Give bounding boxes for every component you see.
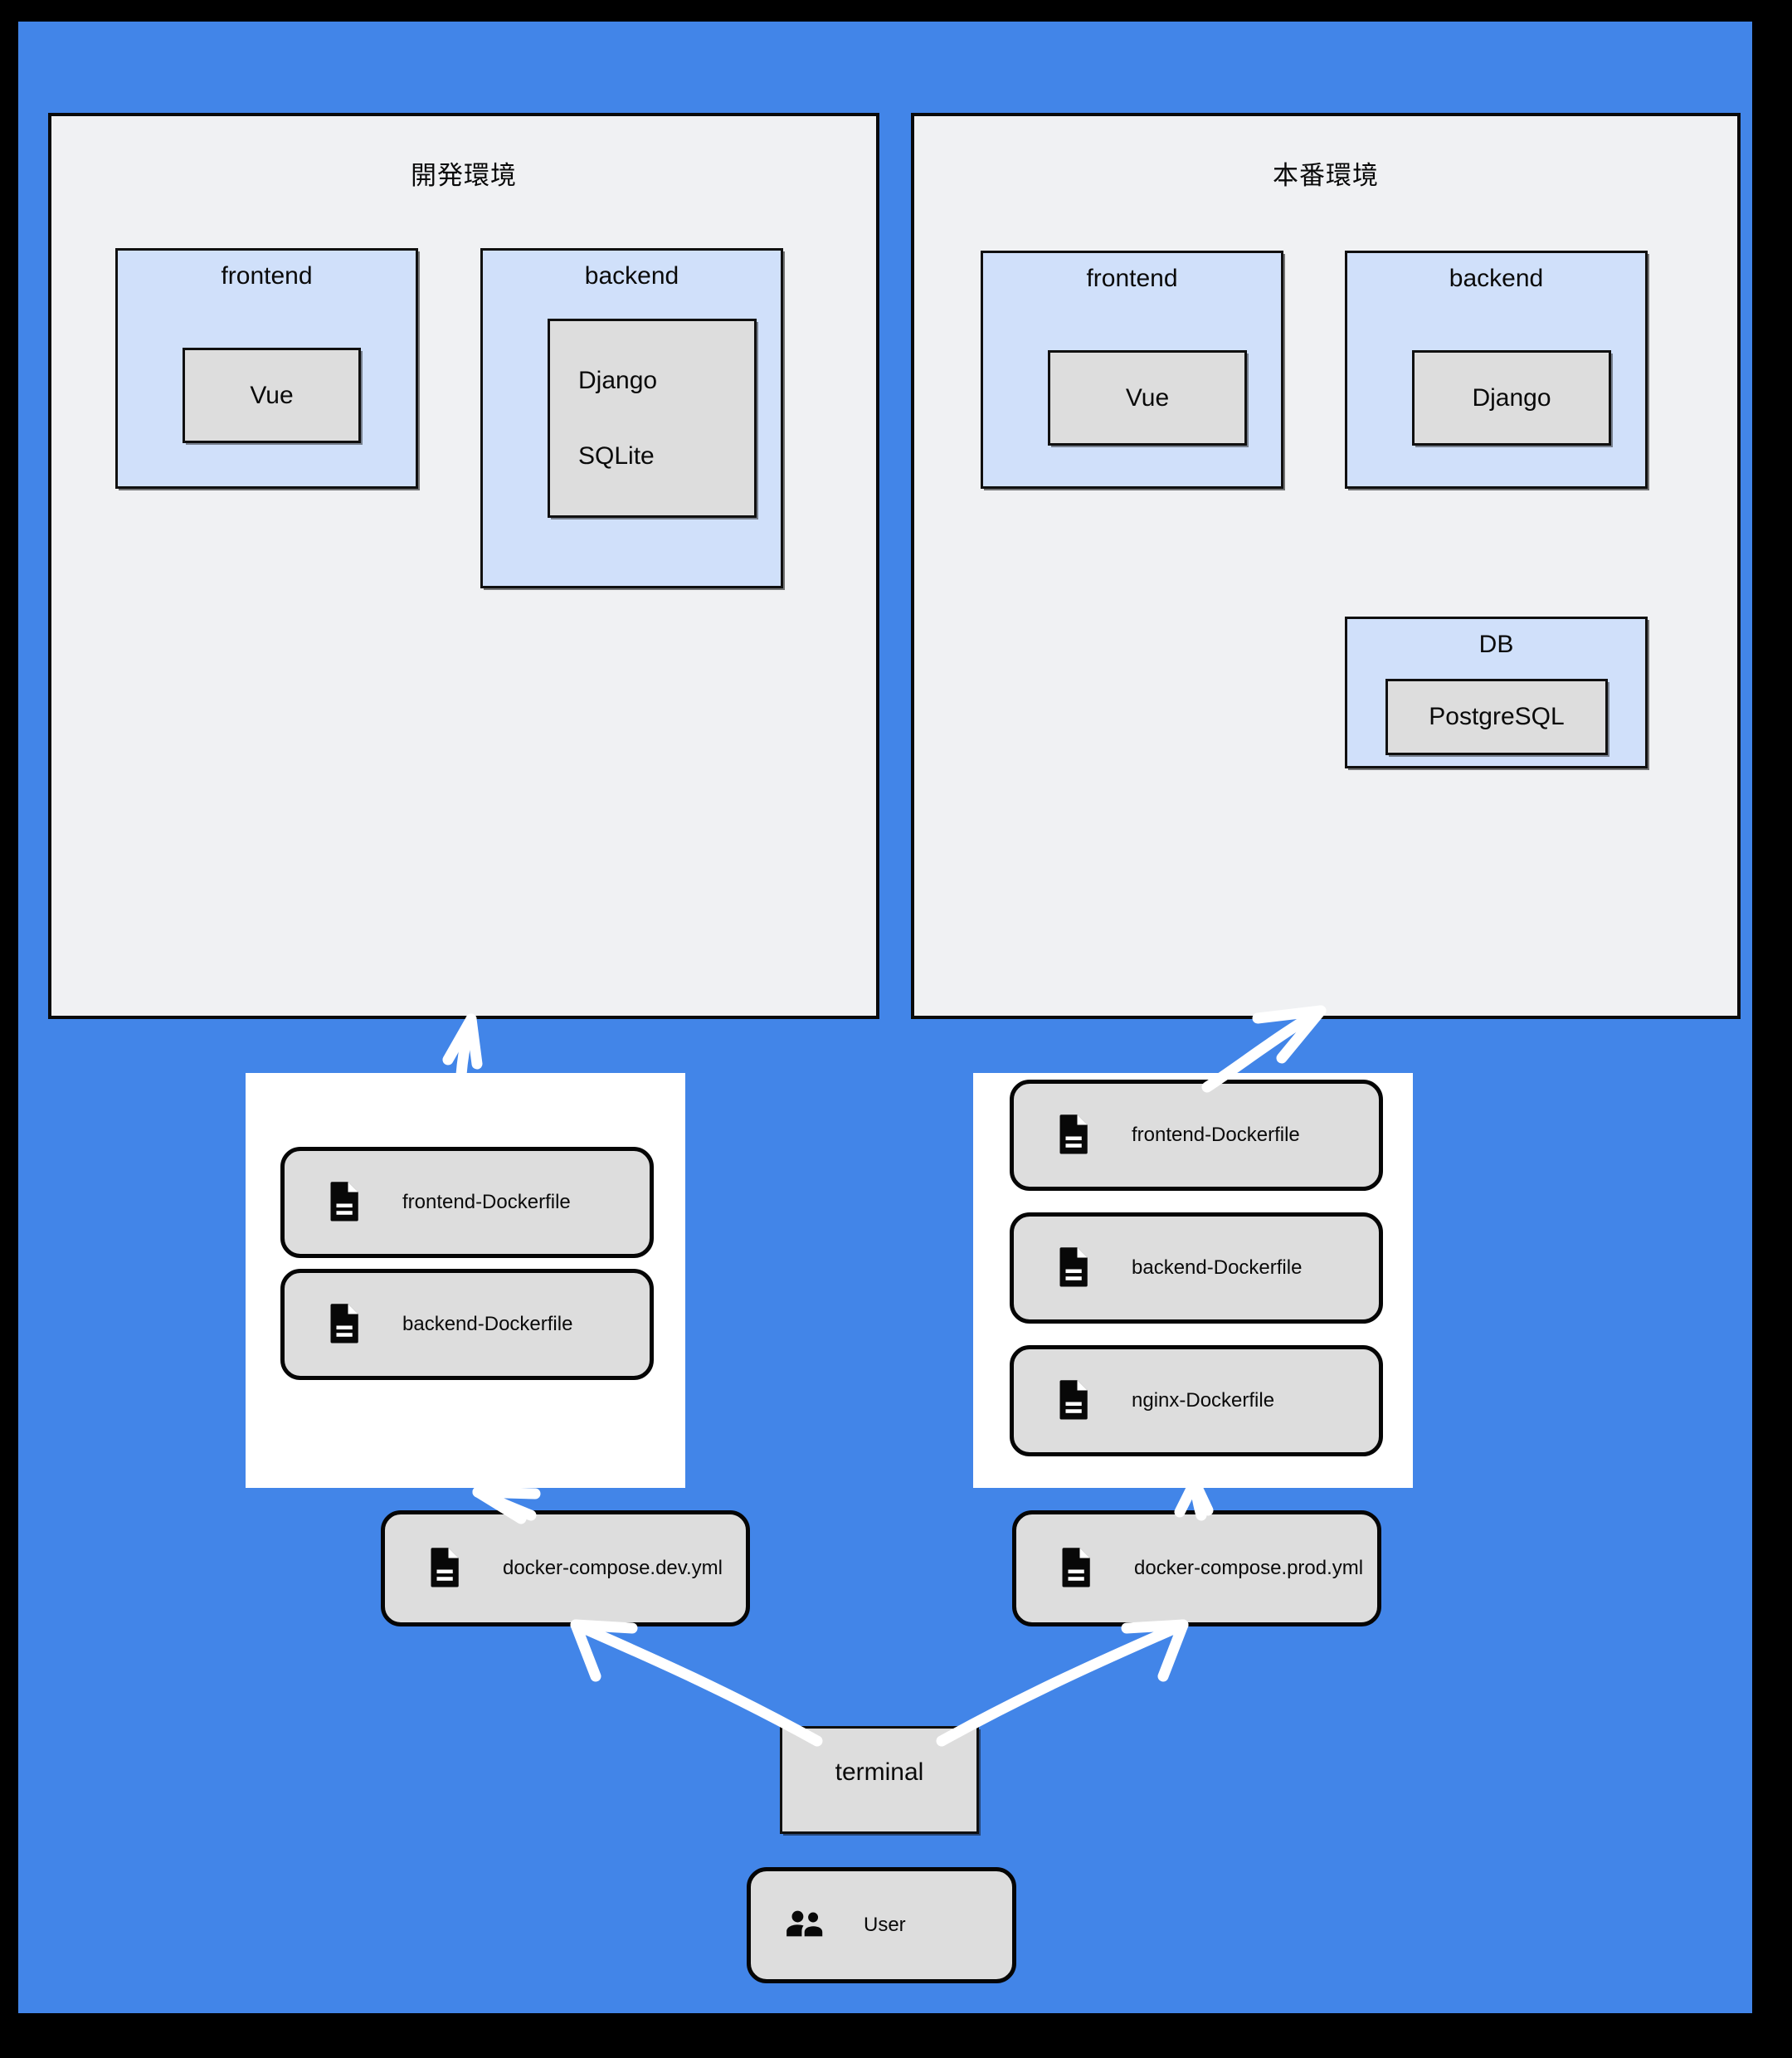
document-icon [1059, 1546, 1094, 1592]
prod-environment-group[interactable]: 本番環境 frontend Vue backend Django DB Post… [911, 113, 1741, 1019]
prod-nginx-dockerfile-label: nginx-Dockerfile [1132, 1389, 1275, 1412]
dev-frontend-tech-vue[interactable]: Vue [183, 348, 361, 443]
dev-dockerfiles-panel[interactable]: frontend-Dockerfile backend-Dockerfile [246, 1073, 685, 1488]
dev-frontend-service[interactable]: frontend Vue [115, 248, 418, 489]
dev-frontend-title: frontend [221, 262, 313, 290]
prod-db-tech-postgres[interactable]: PostgreSQL [1385, 679, 1608, 755]
prod-frontend-dockerfile-label: frontend-Dockerfile [1132, 1124, 1300, 1146]
dev-sqlite-label: SQLite [578, 441, 655, 470]
user-label: User [864, 1914, 906, 1936]
prod-db-title: DB [1478, 631, 1514, 658]
prod-postgresql-label: PostgreSQL [1429, 703, 1565, 730]
dev-backend-dockerfile-label: backend-Dockerfile [402, 1313, 573, 1335]
people-icon [786, 1909, 827, 1943]
prod-frontend-dockerfile-card[interactable]: frontend-Dockerfile [1010, 1080, 1383, 1191]
dev-backend-service[interactable]: backend Django SQLite [480, 248, 783, 588]
dev-backend-dockerfile-card[interactable]: backend-Dockerfile [280, 1269, 654, 1380]
prod-compose-label: docker-compose.prod.yml [1134, 1557, 1364, 1579]
dev-django-label: Django [578, 366, 658, 394]
dev-frontend-dockerfile-card[interactable]: frontend-Dockerfile [280, 1147, 654, 1258]
prod-dockerfiles-panel[interactable]: frontend-Dockerfile backend-Dockerfile [973, 1073, 1413, 1488]
prod-environment-title: 本番環境 [1273, 161, 1379, 190]
user-node[interactable]: User [747, 1867, 1016, 1983]
document-icon [328, 1302, 363, 1348]
document-icon [328, 1180, 363, 1226]
terminal-node[interactable]: terminal [780, 1726, 979, 1834]
terminal-label: terminal [835, 1758, 924, 1786]
prod-backend-service[interactable]: backend Django [1345, 251, 1648, 489]
prod-nginx-dockerfile-card[interactable]: nginx-Dockerfile [1010, 1345, 1383, 1456]
dev-compose-card[interactable]: docker-compose.dev.yml [381, 1510, 750, 1626]
prod-frontend-title: frontend [1086, 265, 1178, 292]
dev-environment-group[interactable]: 開発環境 frontend Vue backend Django SQLite [48, 113, 879, 1019]
prod-backend-dockerfile-label: backend-Dockerfile [1132, 1256, 1303, 1279]
document-icon [1057, 1113, 1092, 1158]
prod-backend-title: backend [1449, 265, 1544, 292]
prod-vue-label: Vue [1125, 383, 1170, 412]
document-icon [1057, 1378, 1092, 1424]
dev-backend-title: backend [584, 262, 679, 290]
dev-backend-tech-box[interactable]: Django SQLite [548, 319, 757, 518]
prod-db-service[interactable]: DB PostgreSQL [1345, 617, 1648, 768]
dev-environment-title: 開発環境 [411, 161, 517, 190]
dev-vue-label: Vue [250, 381, 294, 409]
prod-backend-dockerfile-card[interactable]: backend-Dockerfile [1010, 1212, 1383, 1324]
document-icon [428, 1546, 463, 1592]
document-icon [1057, 1246, 1092, 1291]
prod-backend-tech-django[interactable]: Django [1412, 350, 1611, 446]
dev-frontend-dockerfile-label: frontend-Dockerfile [402, 1191, 571, 1213]
prod-compose-card[interactable]: docker-compose.prod.yml [1012, 1510, 1381, 1626]
dev-compose-label: docker-compose.dev.yml [503, 1557, 723, 1579]
prod-frontend-service[interactable]: frontend Vue [981, 251, 1283, 489]
prod-django-label: Django [1472, 383, 1551, 412]
prod-frontend-tech-vue[interactable]: Vue [1048, 350, 1247, 446]
